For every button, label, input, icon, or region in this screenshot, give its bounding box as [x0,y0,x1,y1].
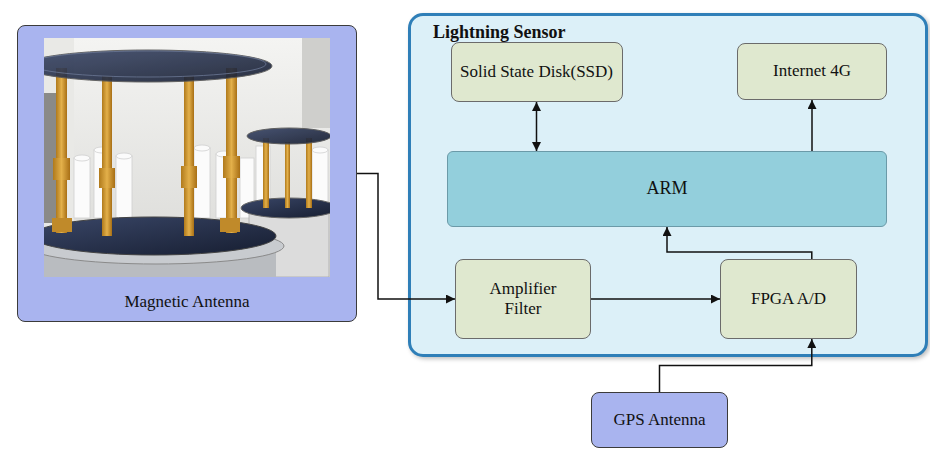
signal-arrow [536,102,538,151]
box-label: GPS Antenna [613,410,705,430]
signal-arrow [811,100,813,151]
gps-box: GPS Antenna [591,392,728,448]
box-label: Amplifier Filter [478,279,568,320]
processor-box: ARM [447,151,887,227]
sensor-panel: Lightning SensorSolid State Disk(SSD) Int… [408,13,928,357]
network-box: Internet 4G [737,43,887,100]
box-label: Solid State Disk(SSD) [460,62,613,82]
box-label: FPGA A/D [751,289,826,309]
box-label: Magnetic Antenna [124,292,249,312]
panel-title: Lightning Sensor [433,22,566,44]
box-label: ARM [646,178,687,200]
storage-box: Solid State Disk(SSD) [451,42,623,102]
signal-arrow [591,298,720,300]
signal-arrow [660,339,812,392]
antenna-photo [44,38,330,277]
box-label: Internet 4G [773,61,851,81]
converter-box: FPGA A/D [720,259,857,339]
signal-arrow [667,227,812,259]
amplifier-box: Amplifier Filter [455,259,591,339]
signal-arrow [357,174,455,300]
